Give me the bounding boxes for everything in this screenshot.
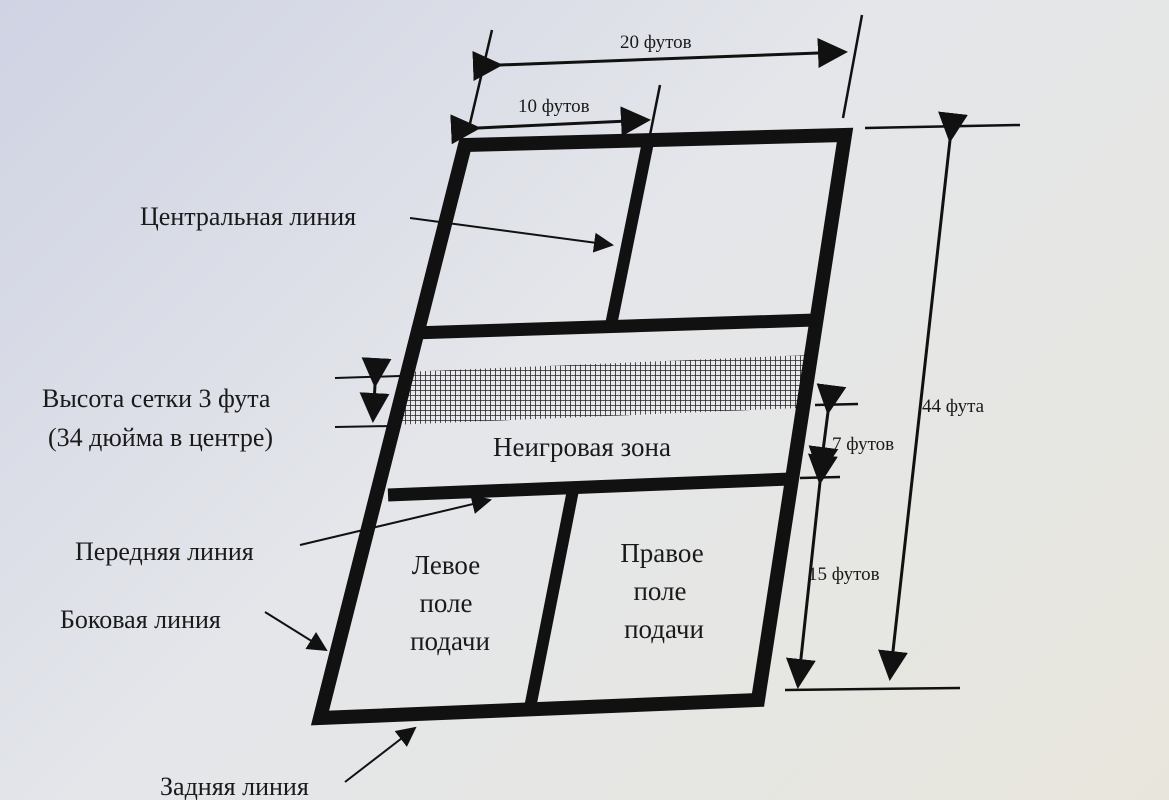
pointer-arrow (409, 217, 614, 253)
dim-44ft-label: 44 фута (922, 396, 985, 417)
dim-tick (466, 29, 494, 133)
dim-arrow-10ft (450, 106, 651, 145)
dim-arrow-20ft (472, 38, 848, 82)
label-center-line: Центральная линия (140, 202, 356, 231)
label-net-height-center: (34 дюйма в центре) (48, 423, 273, 452)
net (392, 355, 808, 425)
zone-right-service-3: подачи (624, 614, 704, 644)
dim-tick (334, 425, 393, 428)
dim-arrow-15ft (785, 453, 838, 689)
zone-left-service-2: поле (419, 588, 472, 618)
zone-non-volley: Неигровая зона (493, 432, 671, 462)
zone-right-service-1: Правое (620, 538, 703, 568)
dim-7ft-label: 7 футов (832, 434, 894, 455)
kitchen-line-near (387, 472, 791, 502)
zone-right-service-2: поле (633, 576, 686, 606)
dim-10ft-label: 10 футов (518, 96, 590, 117)
center-line-near (524, 488, 579, 710)
dim-15ft-label: 15 футов (808, 564, 880, 585)
dim-20ft-label: 20 футов (620, 32, 692, 53)
pointer-arrow (344, 726, 417, 783)
zone-left-service-1: Левое (412, 550, 481, 580)
label-net-height: Высота сетки 3 фута (42, 384, 271, 413)
court-outline (310, 127, 854, 726)
dim-tick (814, 402, 859, 407)
center-line-far (604, 140, 654, 332)
dim-arrow-44ft (878, 111, 968, 681)
dim-tick (334, 375, 401, 379)
dim-tick (841, 14, 864, 119)
pointer-arrow (264, 611, 328, 652)
pointer-arrow (299, 494, 492, 546)
dim-tick (864, 123, 1021, 130)
label-back-line: Задняя линия (160, 772, 309, 800)
label-side-line: Боковая линия (60, 605, 221, 634)
dim-tick (799, 475, 841, 480)
dim-tick (784, 686, 961, 692)
dim-arrow-net-height (359, 357, 392, 423)
dim-arrow-7ft (808, 383, 847, 477)
label-front-line: Передняя линия (75, 537, 254, 566)
zone-left-service-3: подачи (410, 626, 490, 656)
dim-tick (648, 84, 662, 136)
